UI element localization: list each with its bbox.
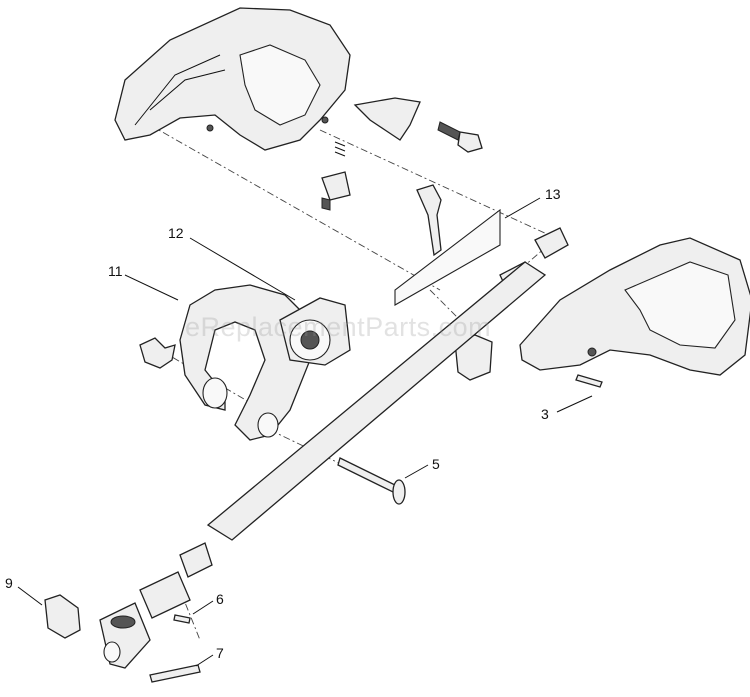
lower-coupler-tube (139, 571, 191, 619)
callout-11: 11 (108, 263, 123, 279)
callout-9: 9 (5, 575, 13, 591)
long-bolt (337, 457, 406, 505)
auxiliary-handle (179, 284, 311, 441)
leader-lines (17, 197, 593, 667)
switch (321, 171, 351, 211)
lower-clamp (99, 602, 151, 669)
trigger-lever (353, 97, 421, 141)
star-knob-left (139, 337, 176, 369)
handle-clamp (279, 297, 351, 366)
spring (334, 141, 346, 157)
small-screw (173, 614, 191, 624)
lock-button (437, 121, 483, 153)
lower-bushing (179, 542, 213, 578)
callout-12: 12 (168, 225, 184, 241)
lower-housing-half (519, 237, 750, 376)
callout-6: 6 (216, 591, 224, 607)
upper-housing-half (114, 7, 351, 151)
housing-screw (575, 374, 603, 388)
cord-strain-relief (416, 184, 442, 257)
star-knob-lower (44, 594, 81, 639)
callout-7: 7 (216, 645, 224, 661)
callout-5: 5 (432, 456, 440, 472)
watermark-text: eReplacementParts.com (185, 312, 492, 342)
callout-13: 13 (545, 186, 561, 202)
shaft-tube (206, 261, 547, 541)
callout-3: 3 (541, 406, 549, 422)
pin (149, 664, 201, 683)
label-plate (394, 208, 501, 306)
